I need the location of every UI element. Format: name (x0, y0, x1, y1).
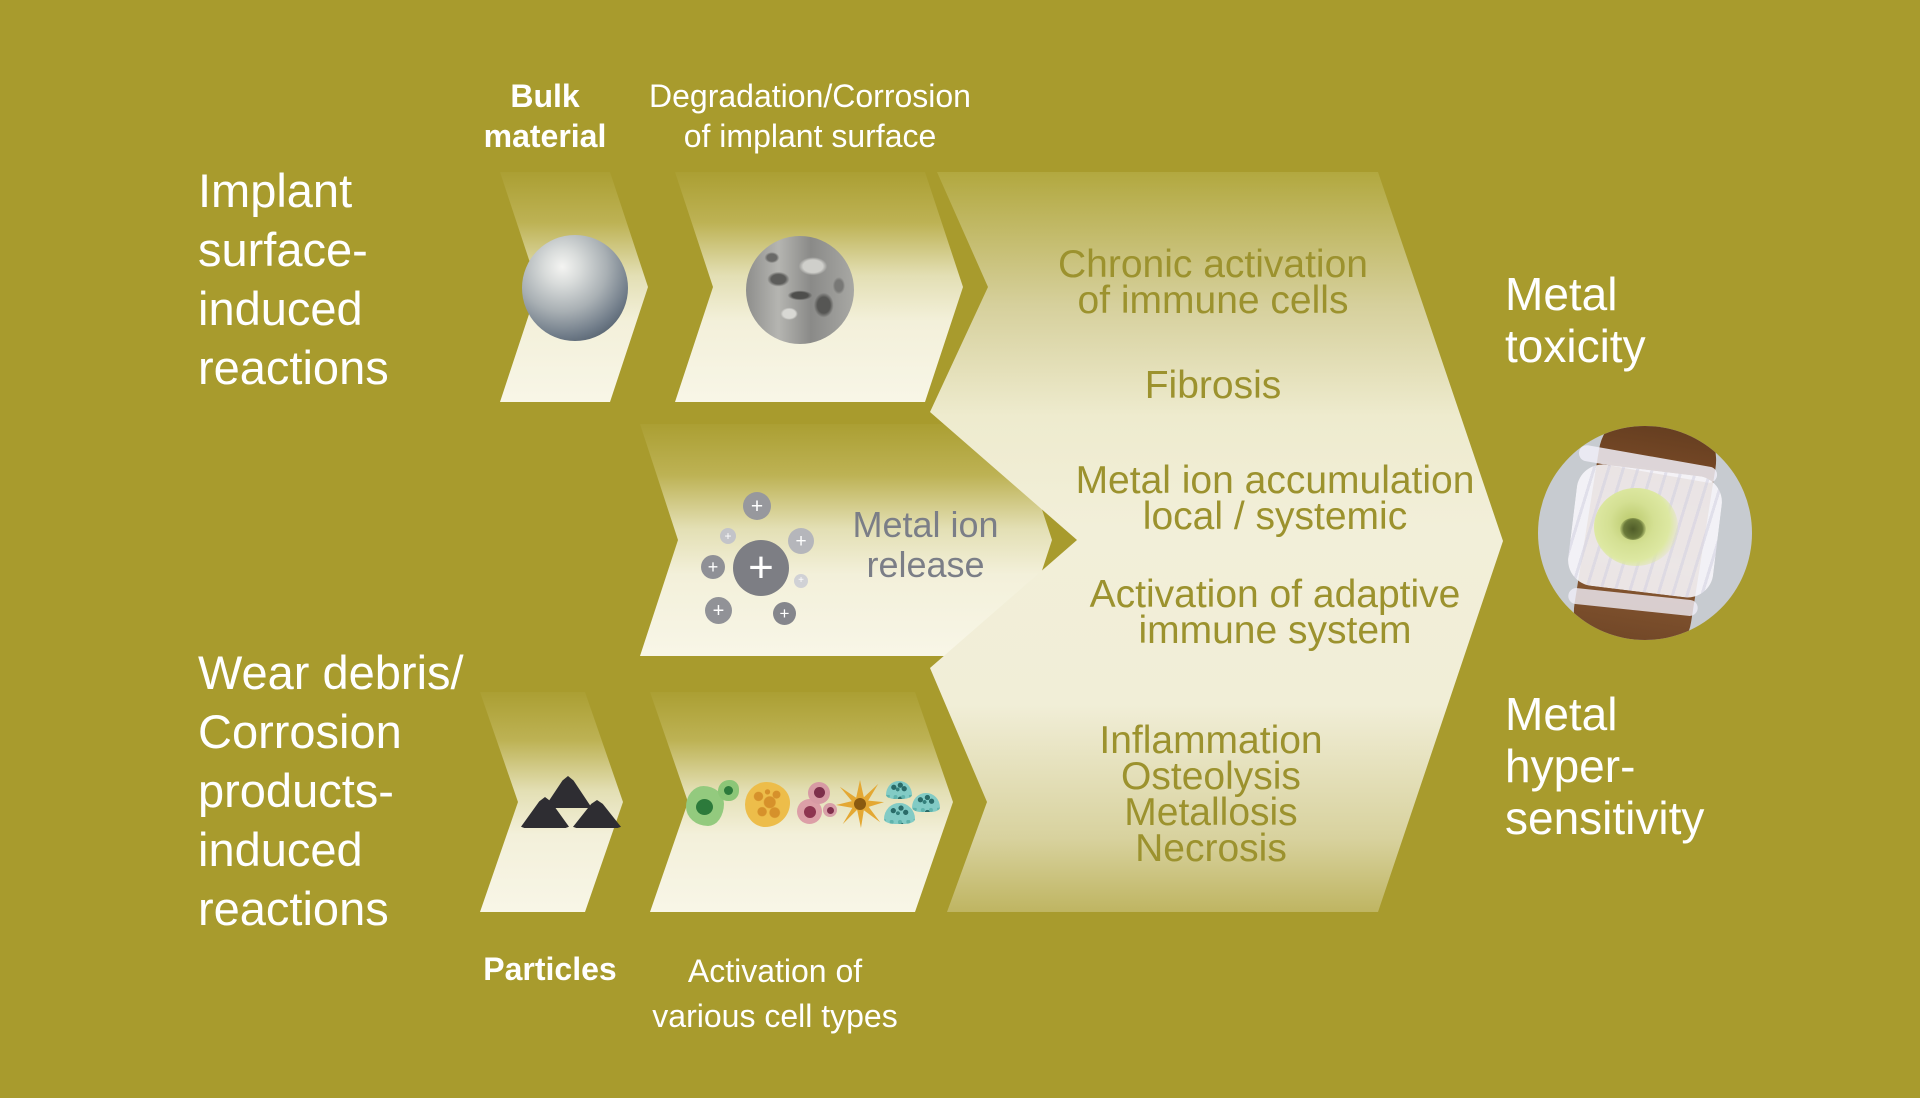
label-bulk-material: Bulk material (460, 76, 630, 156)
bulk-material-sphere-icon (522, 235, 628, 341)
label-implant-surface-induced-reactions: Implant surface- induced reactions (198, 161, 558, 397)
metal-ion-icon: + (701, 555, 725, 579)
outcome-chevron (930, 172, 1503, 912)
outcome-line: Activation of adaptive (1089, 573, 1461, 616)
label-line: Wear debris/ (198, 646, 464, 699)
label-metal-hypersensitivity: Metal hyper- sensitivity (1505, 688, 1805, 844)
label-line: Metal (1505, 688, 1618, 740)
outcome-line: Chronic activation (1058, 243, 1368, 286)
label-line: products- (198, 764, 394, 817)
label-line: surface- (198, 223, 368, 276)
outcome-metal-ion-accumulation: Metal ion accumulation local / systemic (1075, 459, 1475, 538)
outcome-line: local / systemic (1142, 495, 1408, 538)
label-line: Metal (1505, 268, 1618, 320)
label-activation-of-various-cell-types: Activation of various cell types (620, 949, 930, 1039)
label-degradation-corrosion-of-implant-surface: Degradation/Corrosion of implant surface (615, 76, 1005, 156)
outcome-line: Metal ion accumulation (1075, 459, 1475, 502)
label-line: Particles (483, 951, 617, 987)
pink-cell-small-icon (823, 803, 837, 817)
label-wear-debris-corrosion-products-induced-reactions: Wear debris/ Corrosion products- induced… (198, 643, 578, 938)
label-metal-toxicity: Metal toxicity (1505, 268, 1805, 372)
cell-nucleus (804, 806, 816, 818)
outcome-activation-adaptive-immune: Activation of adaptive immune system (1075, 573, 1475, 652)
label-line: toxicity (1505, 320, 1646, 372)
green-cell-small-icon (718, 780, 739, 801)
cyan-cell-icon (912, 793, 940, 812)
giant-cell-icon (745, 782, 790, 827)
outcome-line: Necrosis (1135, 827, 1287, 870)
metal-ion-icon: + (788, 528, 814, 554)
arrow-metal-ion-release (640, 424, 1052, 656)
cell-nucleus (814, 787, 825, 798)
outcome-chronic-activation: Chronic activation of immune cells (1013, 243, 1413, 322)
cell-nucleus (854, 798, 866, 810)
label-line: induced (198, 282, 363, 335)
outcome-tissue-reactions: Inflammation Osteolysis Metallosis Necro… (1011, 719, 1411, 870)
label-line: Degradation/Corrosion (649, 78, 971, 114)
label-line: Activation of (687, 953, 863, 989)
label-line: Implant (198, 164, 353, 217)
cyan-cell-icon (884, 803, 915, 824)
label-metal-ion-release: Metal ion release (828, 505, 1023, 585)
cyan-cell-icon (886, 781, 912, 799)
metal-ion-small-icon: + (794, 574, 808, 588)
metal-ion-large-icon: + (733, 540, 789, 596)
label-line: reactions (198, 341, 389, 394)
outcome-line: Inflammation (1099, 719, 1323, 762)
label-line: Bulk (510, 78, 580, 114)
cell-nucleus (827, 807, 834, 814)
green-cell-icon (686, 786, 724, 826)
label-line: reactions (198, 882, 389, 935)
cell-nucleus (724, 786, 733, 795)
outcome-line: immune system (1138, 609, 1412, 652)
label-line: Metal ion (852, 504, 999, 545)
label-line: Corrosion (198, 705, 402, 758)
label-line: various cell types (652, 998, 898, 1034)
metal-ion-small-icon: + (720, 528, 736, 544)
label-particles: Particles (460, 949, 640, 989)
metal-ion-icon: + (773, 602, 796, 625)
hypersensitivity-photo (1538, 426, 1752, 640)
label-line: sensitivity (1505, 792, 1705, 844)
outcome-line: Metallosis (1124, 791, 1298, 834)
metal-ion-icon: + (705, 597, 732, 624)
outcome-fibrosis: Fibrosis (1013, 364, 1413, 407)
label-line: induced (198, 823, 363, 876)
outcome-line: of immune cells (1077, 279, 1349, 322)
label-line: material (483, 118, 607, 154)
metal-ion-icon: + (743, 492, 771, 520)
outcome-line: Fibrosis (1144, 364, 1282, 407)
reaction-spot (1620, 518, 1646, 540)
label-line: hyper- (1505, 740, 1636, 792)
outcome-line: Osteolysis (1121, 755, 1301, 798)
label-line: of implant surface (683, 118, 937, 154)
pink-cell-icon (808, 782, 830, 804)
corroded-surface-icon (746, 236, 854, 344)
label-line: release (866, 544, 985, 585)
cell-nucleus (696, 799, 713, 815)
